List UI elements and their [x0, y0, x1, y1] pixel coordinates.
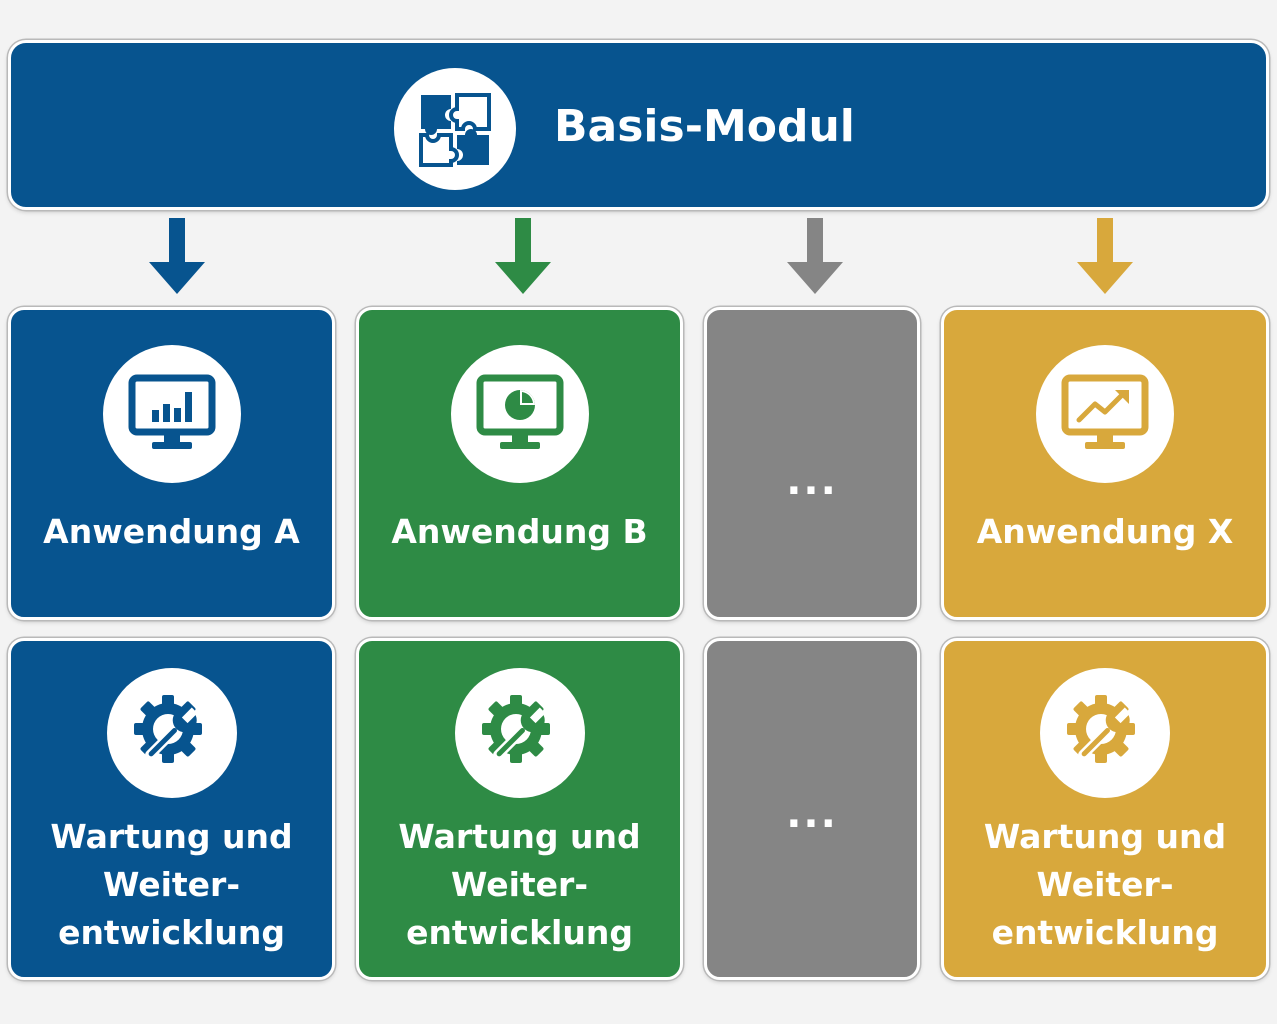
- placeholder-box: ...: [704, 307, 920, 620]
- ellipsis: ...: [786, 458, 838, 504]
- anwendung-x-box: Anwendung X: [941, 307, 1269, 620]
- monitor-pie-chart-icon: [450, 345, 589, 483]
- anwendung-label: Anwendung B: [391, 512, 648, 551]
- puzzle-icon: [394, 68, 516, 190]
- basis-modul-box: Basis-Modul: [8, 40, 1269, 210]
- arrow-down-icon: [149, 218, 205, 294]
- placeholder-box: ...: [704, 638, 920, 980]
- gear-wrench-icon: [454, 668, 585, 798]
- wartung-a-box: Wartung und Weiter-entwicklung: [8, 638, 335, 980]
- anwendung-b-box: Anwendung B: [356, 307, 683, 620]
- monitor-bar-chart-icon: [102, 345, 241, 483]
- anwendung-a-box: Anwendung A: [8, 307, 335, 620]
- gear-wrench-icon: [1040, 668, 1170, 798]
- ellipsis: ...: [786, 791, 838, 837]
- gear-wrench-icon: [106, 668, 237, 798]
- anwendung-label: Anwendung X: [976, 512, 1234, 551]
- basis-modul-title: Basis-Modul: [554, 101, 855, 152]
- wartung-x-box: Wartung und Weiter-entwicklung: [941, 638, 1269, 980]
- monitor-line-chart-icon: [1036, 345, 1174, 483]
- wartung-label: Wartung und Weiter-entwicklung: [50, 817, 293, 952]
- arrow-down-icon: [787, 218, 843, 294]
- wartung-label: Wartung und Weiter-entwicklung: [983, 817, 1227, 952]
- wartung-b-box: Wartung und Weiter-entwicklung: [356, 638, 683, 980]
- wartung-label: Wartung und Weiter-entwicklung: [398, 817, 641, 952]
- arrow-down-icon: [495, 218, 551, 294]
- anwendung-label: Anwendung A: [43, 512, 300, 551]
- arrow-down-icon: [1077, 218, 1133, 294]
